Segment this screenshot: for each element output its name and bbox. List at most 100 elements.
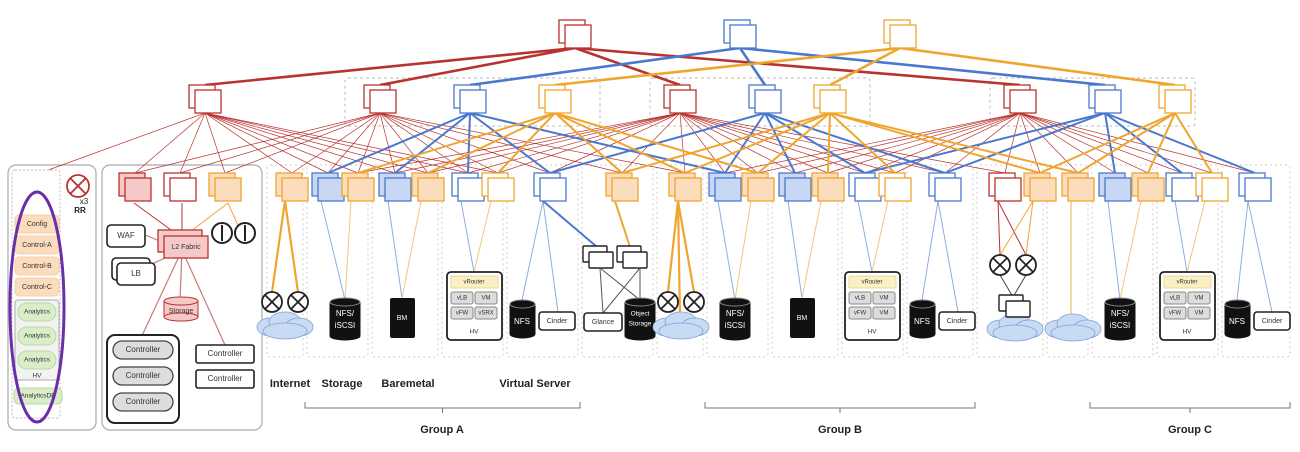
switches: [23, 19, 1272, 202]
analytics-label: Analytics: [24, 309, 51, 316]
waf-label: WAF: [117, 231, 135, 240]
object-storage-label: Storage: [629, 321, 652, 328]
leaf-switch: [988, 172, 1022, 202]
vm-box: [1163, 306, 1187, 320]
leaf-switch: [778, 172, 812, 202]
control-cluster: x3RRConfigControl-AControl-BControl-CAna…: [8, 169, 90, 424]
leaf-switch: [928, 172, 962, 202]
object-storage-label: Object: [631, 311, 650, 318]
gateway-icon: [1015, 254, 1037, 276]
rack-column: [1046, 164, 1089, 358]
spine-link: [899, 46, 1176, 87]
gateway-icon: [989, 254, 1011, 276]
highlight-ellipse: [8, 190, 66, 424]
nfs-iscsi-label: NFS/: [1111, 309, 1130, 318]
vm-box: [848, 291, 872, 305]
firewall-icon: [211, 222, 233, 244]
spine-link: [739, 46, 1106, 87]
analytics-db-label: AnalyticsDB: [20, 393, 55, 400]
route-reflector-icon: [66, 174, 90, 198]
leaf-link: [549, 112, 681, 174]
leaf-link: [1039, 112, 1176, 174]
hv-box: [446, 271, 503, 341]
spine-switch-red: [558, 19, 592, 49]
group-bracket: [1089, 402, 1291, 413]
controller-label: Controller: [126, 345, 161, 354]
leaf-link: [327, 112, 381, 174]
leaf-link: [679, 112, 726, 174]
storage-label: Storage: [169, 308, 194, 315]
controller-label: Controller: [126, 371, 161, 380]
endpoint-link: [857, 200, 873, 273]
category-internet: Internet: [270, 378, 311, 390]
spine-switch-orange: [883, 19, 917, 49]
aggregation-switch: [663, 84, 697, 114]
hv-label: HV: [469, 329, 479, 336]
nfs-iscsi-label: iSCSI: [725, 321, 745, 330]
leaf-switch: [481, 172, 515, 202]
nfs-iscsi-label: iSCSI: [335, 321, 355, 330]
controller-label: Controller: [208, 349, 243, 358]
endpoint-link: [542, 200, 598, 248]
endpoint-link: [921, 200, 939, 301]
gateway-node: [1005, 300, 1031, 318]
leaf-switch: [1165, 172, 1199, 202]
endpoint-link: [614, 200, 631, 248]
aggregation-switch: [363, 84, 397, 114]
leaf-link: [1077, 112, 1176, 174]
leaf-link: [1174, 112, 1213, 174]
analytics-label: Analytics: [24, 333, 51, 340]
endpoint-link: [999, 200, 1034, 256]
endpoint-link: [320, 200, 346, 301]
leaf-link: [679, 112, 759, 174]
leaf-link: [724, 112, 766, 174]
leaf-link: [427, 112, 556, 174]
endpoint-link: [734, 200, 752, 301]
l2-fabric: [163, 235, 209, 259]
vm-box: [1187, 291, 1211, 305]
leaf-switch: [1023, 172, 1057, 202]
cinder-label: Cinder: [547, 318, 568, 325]
control-item-label: Control-C: [22, 284, 52, 291]
glance-node: [588, 251, 614, 269]
leaf-link: [679, 112, 866, 174]
leaf-switch: [1061, 172, 1095, 202]
spine-link: [574, 46, 681, 87]
nfs-cylinder: [1224, 299, 1251, 339]
leaf-link: [497, 112, 556, 174]
vm-label: VM: [1195, 296, 1204, 302]
leaf-switch: [668, 172, 702, 202]
aggregation-switch: [813, 84, 847, 114]
rr-label: RR: [74, 206, 86, 215]
vm-box: [872, 291, 896, 305]
nfs-label: NFS: [914, 317, 930, 326]
gateway-icon: [261, 291, 283, 313]
spine-link: [829, 46, 901, 87]
group-label: Group B: [818, 424, 862, 436]
vm-label: VM: [880, 311, 889, 317]
leaf-link: [1104, 112, 1116, 174]
group-bracket: [704, 402, 976, 413]
leaf-link: [1019, 112, 1256, 174]
control-item-label: Control-B: [22, 263, 52, 270]
endpoint-link: [666, 200, 680, 293]
endpoint-link: [473, 200, 492, 273]
leaf-link: [829, 112, 1041, 174]
endpoint-link: [717, 200, 736, 301]
vm-label: vLB: [457, 296, 467, 302]
leaf-link: [684, 112, 831, 174]
leaf-link: [204, 112, 293, 174]
leaf-link: [327, 112, 471, 174]
endpoint-link: [1236, 200, 1249, 301]
baremetal-server: [790, 298, 815, 338]
vrouter-label: vRouter: [463, 280, 484, 286]
analytics-item: [17, 350, 57, 370]
leaf-switch: [275, 172, 309, 202]
nfs-iscsi-cylinder: [719, 297, 751, 341]
